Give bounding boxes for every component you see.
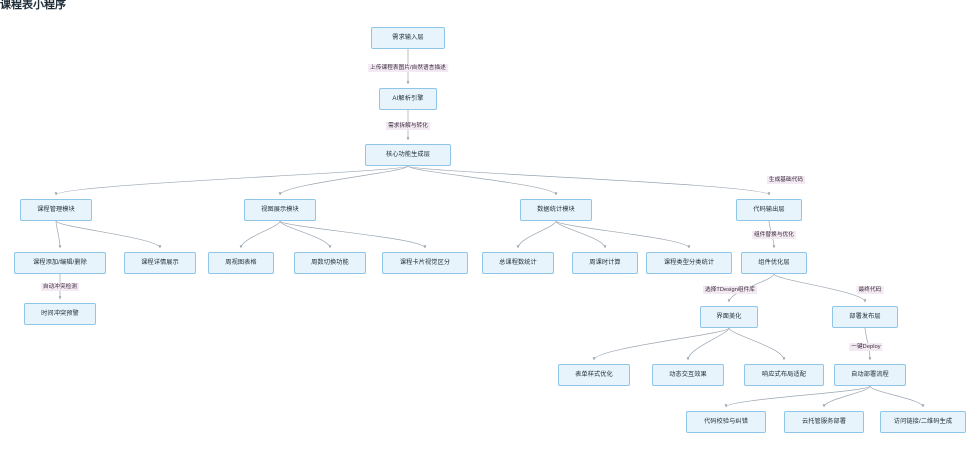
flow-node-n20[interactable]: 表单样式优化 [558,364,630,386]
flow-node-n5[interactable]: 视图展示模块 [244,199,316,221]
flow-node-n6[interactable]: 数据统计模块 [520,199,592,221]
edge-label-n2-n3: 需求拆解与转化 [386,121,430,131]
edge-label-n1-n2: 上传课程表图片/自然语言描述 [368,63,448,73]
flow-node-label: 周数切换功能 [311,259,349,267]
flow-edge-n18-n21 [686,327,730,361]
flow-node-n12[interactable]: 课程卡片视觉区分 [382,252,468,274]
flow-node-n15[interactable]: 课程类型分类统计 [646,252,732,274]
flow-node-n21[interactable]: 动态交互效果 [652,364,724,386]
edge-label-n7-n16: 组件替换与优化 [752,230,796,240]
flow-edge-n4-n9 [55,220,162,249]
flow-node-n1[interactable]: 需求输入层 [371,27,445,49]
flow-node-label: 总课程数统计 [499,259,537,267]
flow-node-n2[interactable]: AI解析引擎 [379,88,437,110]
page-title: 课程表小程序 [0,0,66,11]
flow-edge-n18-n22 [728,327,786,361]
flow-node-label: AI解析引擎 [392,95,424,103]
flow-node-label: 表单样式优化 [575,371,613,379]
flow-edge-n6-n15 [555,220,691,249]
flow-edge-n5-n11 [279,220,332,249]
flow-edge-n5-n10 [239,220,281,249]
flow-edge-n5-n12 [279,220,427,249]
flow-node-n24[interactable]: 代码校验与纠错 [686,411,766,433]
flow-edge-n4-n8 [55,220,62,249]
flow-node-n13[interactable]: 总课程数统计 [482,252,554,274]
flow-node-label: 需求输入层 [392,34,424,42]
edge-label-n3-n7: 生成基础代码 [766,175,806,185]
flow-node-label: 课程管理模块 [37,206,75,214]
flow-node-label: 代码输出层 [753,206,785,214]
flow-node-n16[interactable]: 组件优化层 [741,252,807,274]
flow-node-n22[interactable]: 响应式布局适配 [744,364,824,386]
flow-edge-n16-n19 [773,273,867,303]
flow-edge-n3-n4 [54,165,409,196]
flow-node-label: 时间冲突预警 [41,310,79,318]
flow-node-label: 周视图表格 [225,259,257,267]
flow-node-label: 数据统计模块 [537,206,575,214]
flow-node-n3[interactable]: 核心功能生成层 [365,144,451,166]
flow-node-n10[interactable]: 周视图表格 [208,252,274,274]
flow-node-label: 课程卡片视觉区分 [399,259,451,267]
flow-node-n18[interactable]: 界面美化 [700,306,758,328]
flow-node-label: 周课时计算 [589,259,621,267]
edge-label-n16-n18: 选择TDesign组件库 [703,285,757,295]
flow-edge-n18-n20 [592,327,730,361]
flow-edge-n3-n7 [407,165,771,196]
flow-edge-n6-n14 [555,220,607,249]
flow-node-n7[interactable]: 代码输出层 [736,199,802,221]
flow-node-n8[interactable]: 课程添加/编辑/删除 [14,252,106,274]
flow-node-label: 课程添加/编辑/删除 [33,259,87,267]
flow-node-label: 部署发布层 [849,313,881,321]
flow-node-n25[interactable]: 云托管服务部署 [784,411,864,433]
flow-node-label: 视图展示模块 [261,206,299,214]
flow-edge-n6-n13 [516,220,557,249]
flow-node-label: 代码校验与纠错 [703,418,748,426]
flow-node-label: 自动部署流程 [851,371,889,379]
flow-edge-n23-n24 [724,385,871,408]
flow-edge-n3-n6 [407,165,558,196]
flow-node-label: 云托管服务部署 [801,418,846,426]
edge-label-n19-n23: 一键Deploy [849,342,883,352]
flow-node-n4[interactable]: 课程管理模块 [20,199,92,221]
flow-node-n19[interactable]: 部署发布层 [832,306,898,328]
flow-node-n11[interactable]: 周数切换功能 [294,252,366,274]
flow-node-label: 课程类型分类统计 [663,259,715,267]
flow-node-label: 核心功能生成层 [385,151,430,159]
flow-edge-n23-n25 [822,385,871,408]
flow-edge-n3-n5 [278,165,409,196]
flow-node-n23[interactable]: 自动部署流程 [834,364,906,386]
flow-node-label: 课程详情展示 [141,259,179,267]
flow-node-n17[interactable]: 时间冲突预警 [24,303,96,325]
flow-edge-n23-n26 [869,385,925,408]
flow-node-n26[interactable]: 访问链接/二维码生成 [880,411,966,433]
edge-label-n16-n19: 最终代码 [856,285,884,295]
flow-node-label: 组件优化层 [758,259,790,267]
edge-label-n8-n17: 自动冲突检测 [40,282,80,292]
flow-node-n9[interactable]: 课程详情展示 [124,252,196,274]
flow-node-label: 响应式布局适配 [761,371,806,379]
flow-node-label: 界面美化 [716,313,742,321]
flow-node-n14[interactable]: 周课时计算 [572,252,638,274]
flow-node-label: 访问链接/二维码生成 [893,418,953,426]
flow-node-label: 动态交互效果 [669,371,707,379]
